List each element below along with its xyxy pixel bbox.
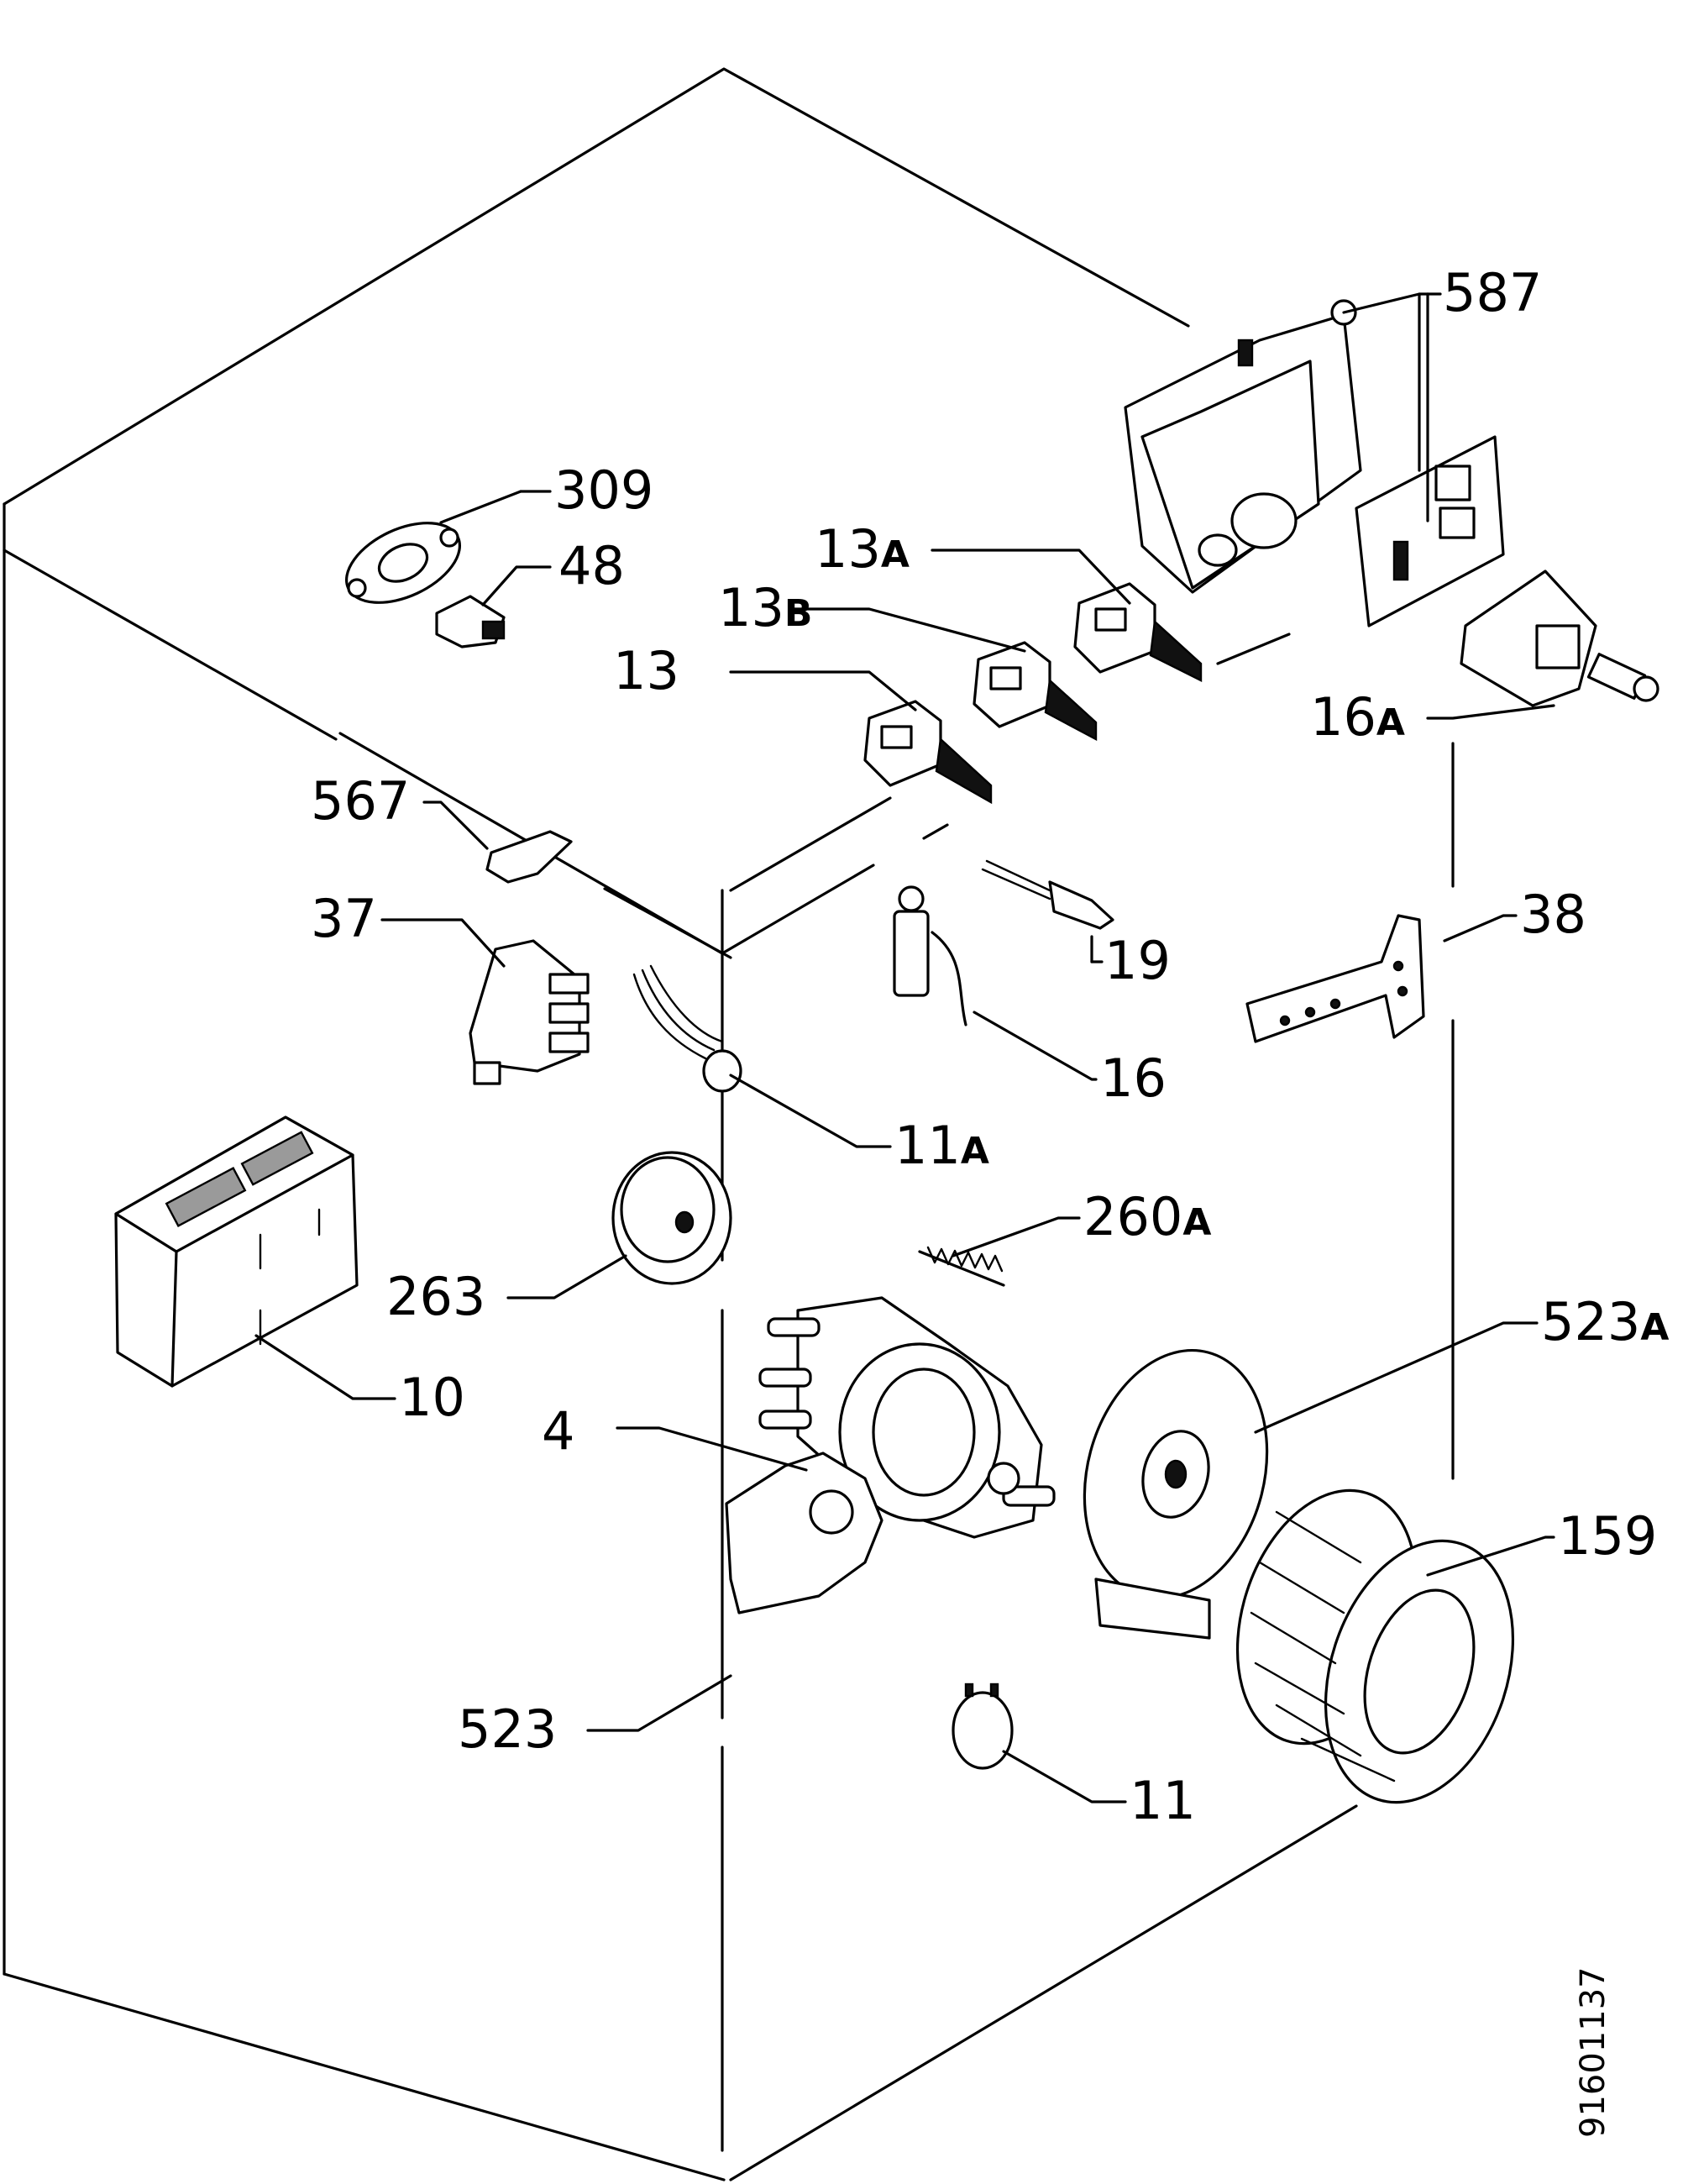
label-567: 567 [311,770,410,832]
label-260a: 260A [1083,1186,1211,1247]
label-523a: 523A [1541,1291,1669,1352]
label-16a: 16A [1310,686,1405,748]
part-11a-capacitor [632,964,742,1093]
label-16: 16 [1100,1047,1167,1109]
part-13a-connector [1073,582,1203,682]
part-16a-switch [1460,570,1659,707]
label-4: 4 [542,1400,574,1462]
label-11: 11 [1130,1770,1196,1831]
part-38-rail [1245,914,1425,1043]
part-37-terminal [469,939,590,1085]
part-48-switch [435,595,506,648]
part-10-filter-box [114,1116,359,1388]
drawing-code: 91601137 [1574,1966,1612,2138]
part-260a-spring [918,1246,1005,1287]
part-263-pulley [611,1151,732,1285]
label-587: 587 [1443,262,1542,323]
part-13-connector [863,700,993,805]
part-159-impeller [1235,1488,1515,1804]
part-567-clip [485,830,573,884]
label-309: 309 [554,459,653,521]
part-11-capacitor [952,1683,1014,1770]
cabinet-outline [3,67,1455,2181]
label-37: 37 [311,888,377,949]
part-523-bracket [725,1452,883,1614]
label-13b: 13B [718,577,812,638]
part-523a-fan-disc [1083,1348,1269,1640]
label-11a: 11A [894,1115,989,1176]
label-19: 19 [1104,930,1171,991]
label-48: 48 [558,535,625,596]
label-13: 13 [613,640,679,701]
part-309-flange [344,522,462,604]
label-263: 263 [386,1266,485,1327]
part-13b-connector [973,641,1098,741]
part-19-probe [981,859,1114,963]
label-10: 10 [399,1367,465,1428]
label-13a: 13A [815,518,910,580]
label-38: 38 [1520,884,1586,945]
part-587-control-box [1124,299,1505,627]
leader-lines [254,292,1555,1803]
label-159: 159 [1558,1505,1657,1567]
part-16-switch [893,885,967,1026]
label-523: 523 [458,1698,557,1760]
